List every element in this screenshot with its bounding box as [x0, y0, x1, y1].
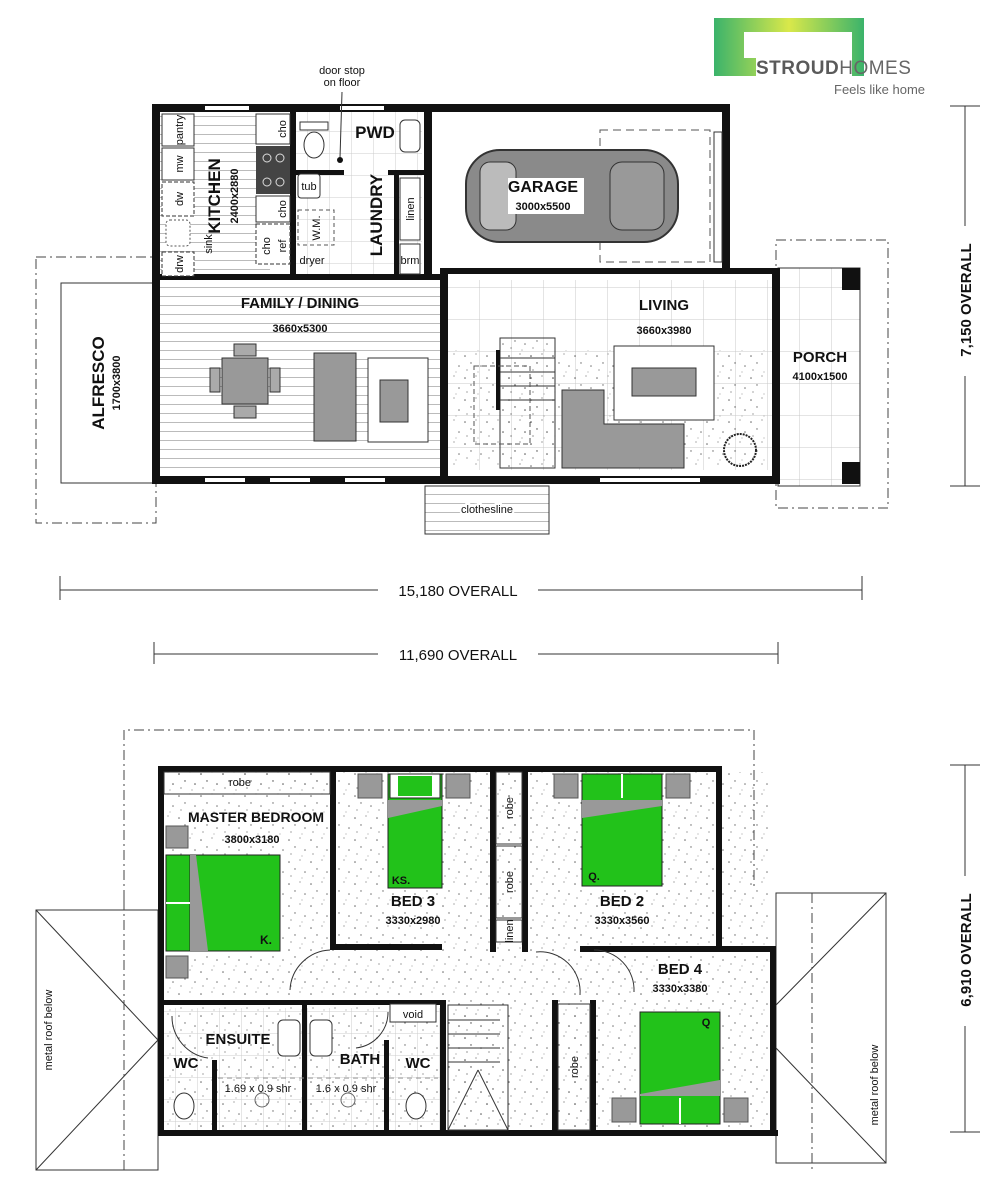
toilet-icon-bath	[405, 1092, 427, 1120]
stairs-ground	[473, 337, 556, 469]
bed4-size: 3330x3380	[652, 983, 707, 995]
clothesline-deck	[424, 485, 550, 535]
kitchen-size: 2400x2880	[229, 168, 241, 223]
q-bed4-label: Q	[702, 1017, 711, 1029]
shower2-label: 1.6 x 0.9 shr	[316, 1083, 377, 1095]
ground-floor-plan: door stop on floor KITCHEN 2400x2880 PWD…	[35, 65, 889, 535]
master-bedroom-size: 3800x3180	[224, 834, 279, 846]
metal-roof-right-label: metal roof below	[869, 1045, 881, 1126]
ks-bed-label: KS.	[392, 875, 410, 887]
logo-light: HOMES	[839, 58, 912, 79]
laundry-label: LAUNDRY	[367, 173, 386, 256]
metal-roof-right	[775, 892, 887, 1164]
metal-roof-left-label: metal roof below	[43, 990, 55, 1071]
tub-icon	[297, 173, 321, 199]
tub-label: tub	[301, 181, 316, 193]
ref-label: ref	[277, 239, 289, 253]
width-inner-label: 11,690 OVERALL	[399, 647, 517, 664]
kitchen-bench	[161, 113, 291, 277]
stroud-homes-logo: STROUDHOMES Feels like home	[714, 18, 944, 104]
shower-drain-icon-2	[340, 1092, 356, 1108]
washing-machine-icon	[297, 209, 335, 246]
basin-icon-ensuite	[277, 1019, 301, 1057]
garage-label: GARAGE	[508, 179, 579, 196]
basin-icon-bath	[309, 1019, 333, 1057]
queen-bed-2	[553, 773, 691, 887]
car-icon	[465, 149, 679, 243]
cho-label-3: cho	[261, 237, 273, 255]
wm-label: W.M.	[311, 215, 323, 240]
robe-label-1: robe	[504, 797, 516, 819]
king-single-bed	[357, 773, 471, 889]
depth-overall-label: 7,150 OVERALL	[958, 243, 975, 356]
metal-roof-left	[35, 909, 159, 1171]
dining-table	[209, 343, 281, 419]
bed3-label: BED 3	[391, 893, 435, 910]
plant-icon	[723, 433, 757, 467]
dryer-label: dryer	[299, 255, 324, 267]
basin-icon	[399, 119, 421, 153]
cho-label-1: cho	[277, 120, 289, 138]
pantry-label: pantry	[174, 114, 186, 145]
brm-label: brm	[401, 255, 420, 267]
robe-label-3: robe	[569, 1056, 581, 1078]
alfresco-outline	[35, 256, 157, 524]
linen-upper-label: linen	[504, 919, 516, 942]
q-bed2-label: Q.	[588, 871, 600, 883]
upper-floor-plan: robe MASTER BEDROOM 3800x3180 K. BED 3 3…	[35, 729, 980, 1171]
logo-bold: STROUD	[756, 58, 840, 79]
king-bed	[165, 825, 281, 979]
kitchen-label: KITCHEN	[205, 158, 224, 234]
bed2-label: BED 2	[600, 893, 644, 910]
void-label: void	[403, 1009, 423, 1021]
bed3-size: 3330x2980	[385, 915, 440, 927]
living-label: LIVING	[639, 297, 689, 314]
robe-label-2: robe	[504, 871, 516, 893]
wc-label-2: WC	[406, 1055, 431, 1072]
logo-wordmark: STROUDHOMES	[756, 58, 911, 80]
corner-sofa	[561, 389, 685, 469]
toilet-icon-ensuite	[173, 1092, 195, 1120]
robe-master-label: robe	[229, 777, 251, 789]
shower-drain-icon	[254, 1092, 270, 1108]
logo-tagline: Feels like home	[834, 82, 926, 97]
alfresco-label: ALFRESCO	[89, 336, 108, 430]
toilet-icon	[303, 131, 325, 159]
garage-size: 3000x5500	[515, 201, 570, 213]
bed4-label: BED 4	[658, 961, 703, 978]
linen-label: linen	[405, 197, 417, 220]
sofa-family	[313, 352, 357, 442]
ensuite-label: ENSUITE	[205, 1031, 270, 1048]
drw-label: drw	[174, 255, 186, 273]
dw-label: dw	[174, 192, 186, 206]
dimension-lines: 15,180 OVERALL 11,690 OVERALL 7,150 OVER…	[59, 105, 980, 664]
cho-label-2: cho	[277, 200, 289, 218]
king-bed-label: K.	[260, 933, 272, 947]
sink-label: sink	[203, 234, 215, 254]
door-stop-note-1: door stop	[319, 65, 365, 77]
logo-bracket-icon	[714, 18, 864, 76]
pwd-label: PWD	[355, 123, 395, 142]
stairs-upper	[447, 1004, 509, 1131]
living-size: 3660x3980	[636, 325, 691, 337]
porch-label: PORCH	[793, 349, 847, 366]
porch-slab	[777, 267, 861, 487]
shower1-label: 1.69 x 0.9 shr	[225, 1083, 292, 1095]
wc-label-1: WC	[174, 1055, 199, 1072]
clothesline-label: clothesline	[461, 504, 513, 516]
upper-depth-label: 6,910 OVERALL	[958, 893, 975, 1006]
door-stop-note-2: on floor	[324, 77, 361, 89]
alfresco-size: 1700x3800	[111, 355, 123, 410]
mw-label: mw	[174, 155, 186, 172]
family-dining-label: FAMILY / DINING	[241, 295, 359, 312]
width-overall-label: 15,180 OVERALL	[398, 583, 517, 600]
alfresco-slab	[60, 282, 158, 484]
queen-bed-4	[611, 1011, 749, 1125]
family-dining-size: 3660x5300	[272, 323, 327, 335]
bed2-size: 3330x3560	[594, 915, 649, 927]
master-bedroom-label: MASTER BEDROOM	[188, 809, 324, 825]
porch-size: 4100x1500	[792, 371, 847, 383]
bath-label: BATH	[340, 1051, 381, 1068]
